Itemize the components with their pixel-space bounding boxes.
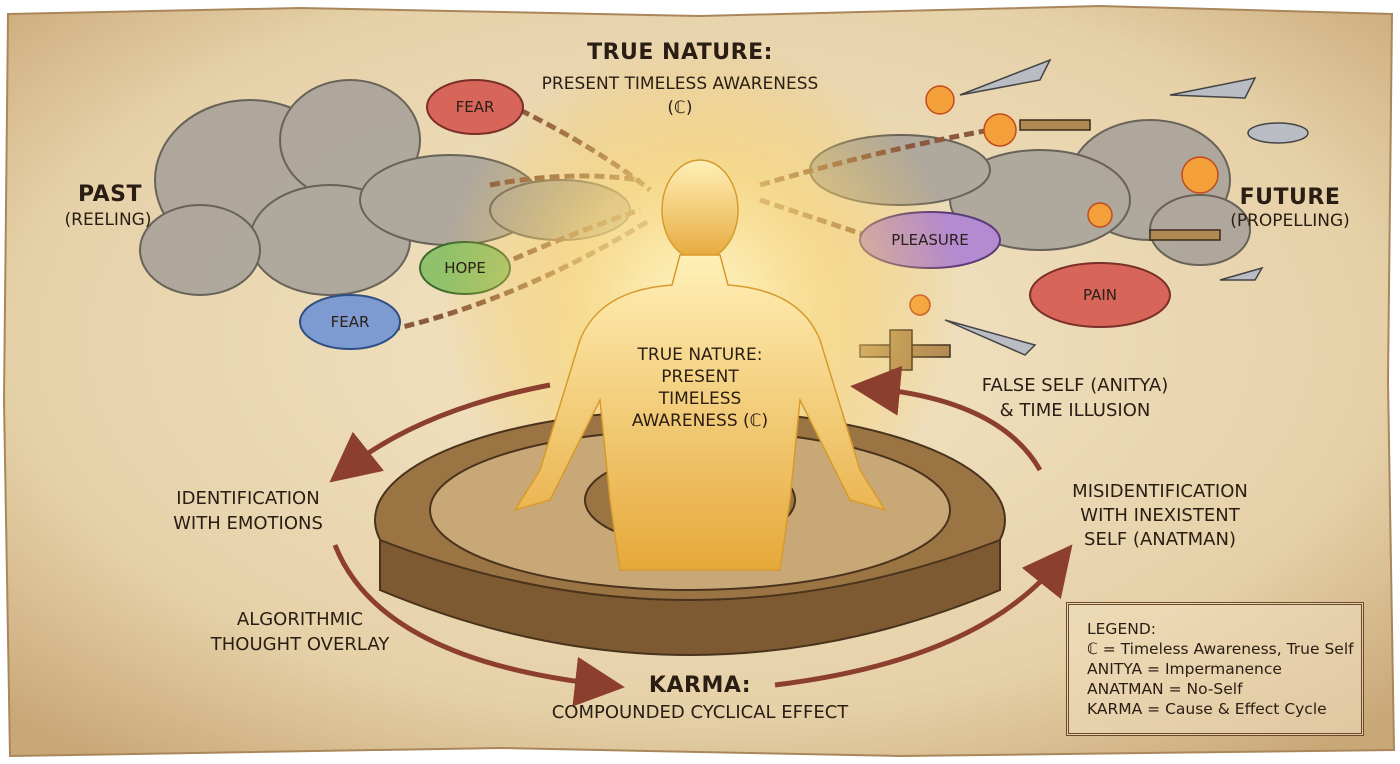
center-line: TIMELESS xyxy=(658,389,742,409)
algorithmic-line: ALGORITHMIC xyxy=(236,609,364,630)
legend-item: ANATMAN = No-Self xyxy=(1087,680,1243,698)
hope-label: HOPE xyxy=(444,259,486,277)
algorithmic-line: THOUGHT OVERLAY xyxy=(210,634,390,655)
future-sublabel: (PROPELLING) xyxy=(1230,211,1350,231)
algorithmic-label: ALGORITHMIC THOUGHT OVERLAY xyxy=(211,607,389,657)
fear-cloud-bottom xyxy=(299,294,401,350)
misidentification-label: MISIDENTIFICATION WITH INEXISTENT SELF (… xyxy=(1072,480,1248,552)
legend-box: LEGEND: ℂ = Timeless Awareness, True Sel… xyxy=(1066,602,1364,736)
rockets xyxy=(944,58,1309,356)
pain-cloud xyxy=(1029,262,1171,328)
pain-label: PAIN xyxy=(1083,286,1117,304)
legend-item: ℂ = Timeless Awareness, True Self xyxy=(1087,640,1354,658)
fear-cloud-top xyxy=(426,79,524,135)
center-line: PRESENT xyxy=(661,367,739,387)
misidentification-line: MISIDENTIFICATION xyxy=(1072,481,1248,502)
karma-title: KARMA: xyxy=(648,673,752,698)
future-label: FUTURE xyxy=(1239,185,1341,210)
fear-bottom-label: FEAR xyxy=(330,313,370,331)
pleasure-label: PLEASURE xyxy=(891,231,969,249)
legend-title: LEGEND: xyxy=(1087,620,1156,638)
legend-item: ANITYA = Impermanence xyxy=(1087,660,1282,678)
fear-top-label: FEAR xyxy=(455,98,495,116)
title-line1: TRUE NATURE: xyxy=(587,40,773,65)
misidentification-line: WITH INEXISTENT xyxy=(1080,505,1240,526)
past-label: PAST xyxy=(78,182,142,207)
karma-subtitle: COMPOUNDED CYCLICAL EFFECT xyxy=(551,702,849,723)
explosions xyxy=(909,85,1219,316)
luminous-figure xyxy=(513,159,887,571)
center-line: TRUE NATURE: xyxy=(637,345,763,365)
identification-line: IDENTIFICATION xyxy=(176,488,320,509)
false-self-label: FALSE SELF (ANITYA) & TIME ILLUSION xyxy=(982,373,1169,423)
ufo-icon xyxy=(1247,122,1309,144)
past-sublabel: (REELING) xyxy=(64,210,152,230)
false-self-line: FALSE SELF (ANITYA) xyxy=(981,375,1169,396)
identification-label: IDENTIFICATION WITH EMOTIONS xyxy=(173,486,323,536)
identification-line: WITH EMOTIONS xyxy=(173,513,323,534)
title-line3: (ℂ) xyxy=(667,98,693,118)
center-label: TRUE NATURE: PRESENT TIMELESS AWARENESS … xyxy=(632,344,768,432)
false-self-line: & TIME ILLUSION xyxy=(999,400,1151,421)
center-line: AWARENESS (ℂ) xyxy=(631,411,769,431)
cycle-arrows xyxy=(329,365,1073,707)
title-line2: PRESENT TIMELESS AWARENESS xyxy=(541,74,819,94)
misidentification-line: SELF (ANATMAN) xyxy=(1084,529,1236,550)
legend-item: KARMA = Cause & Effect Cycle xyxy=(1087,700,1327,718)
